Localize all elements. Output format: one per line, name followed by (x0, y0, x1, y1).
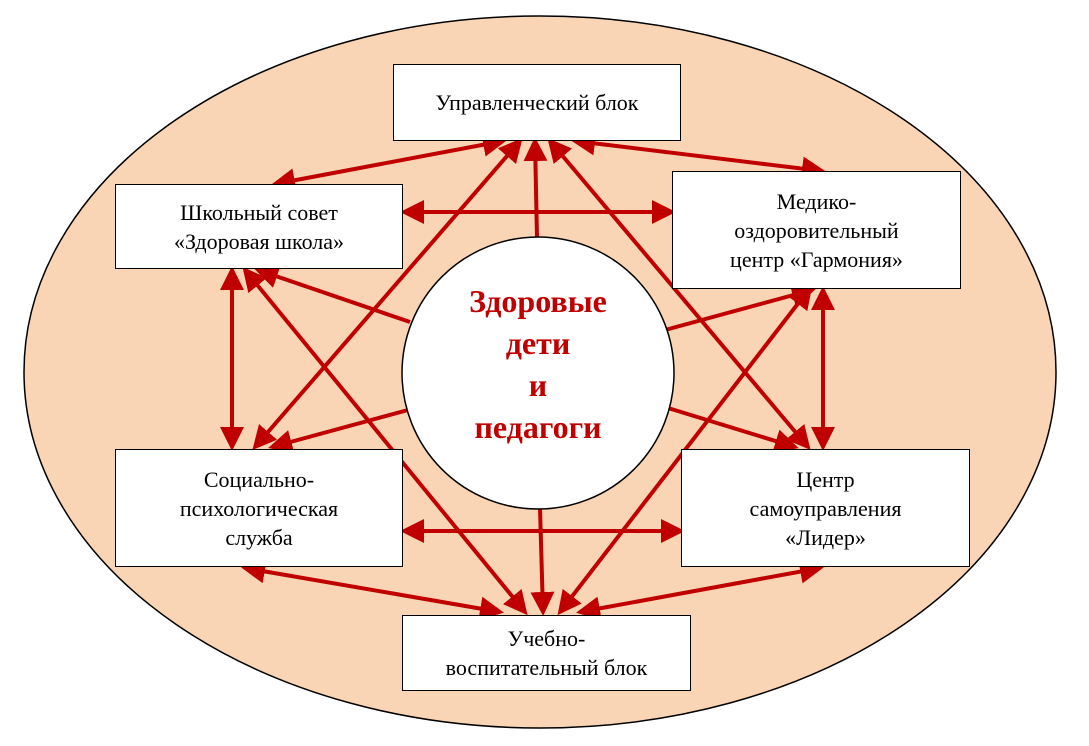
node-management: Управленческий блок (393, 64, 681, 141)
arrow-8 (242, 266, 528, 616)
center-circle (401, 236, 675, 510)
arrow-3 (523, 137, 548, 239)
node-social-service: Социально- психологическая служба (115, 449, 403, 567)
arrow-12 (268, 408, 409, 454)
node-school-council: Школьный совет «Здоровая школа» (115, 184, 403, 269)
node-educational: Учебно- воспитательный блок (402, 615, 691, 691)
arrow-13 (667, 406, 799, 453)
arrow-11 (664, 283, 816, 332)
arrow-10 (254, 265, 411, 324)
arrow-15 (530, 507, 555, 616)
arrow-17 (576, 559, 824, 621)
arrow-16 (241, 559, 504, 621)
node-medical-center: Медико- оздоровительный центр «Гармония» (672, 171, 961, 289)
center-label: Здоровые дети и педагоги (469, 283, 607, 445)
node-self-government: Центр самоуправления «Лидер» (681, 449, 970, 567)
